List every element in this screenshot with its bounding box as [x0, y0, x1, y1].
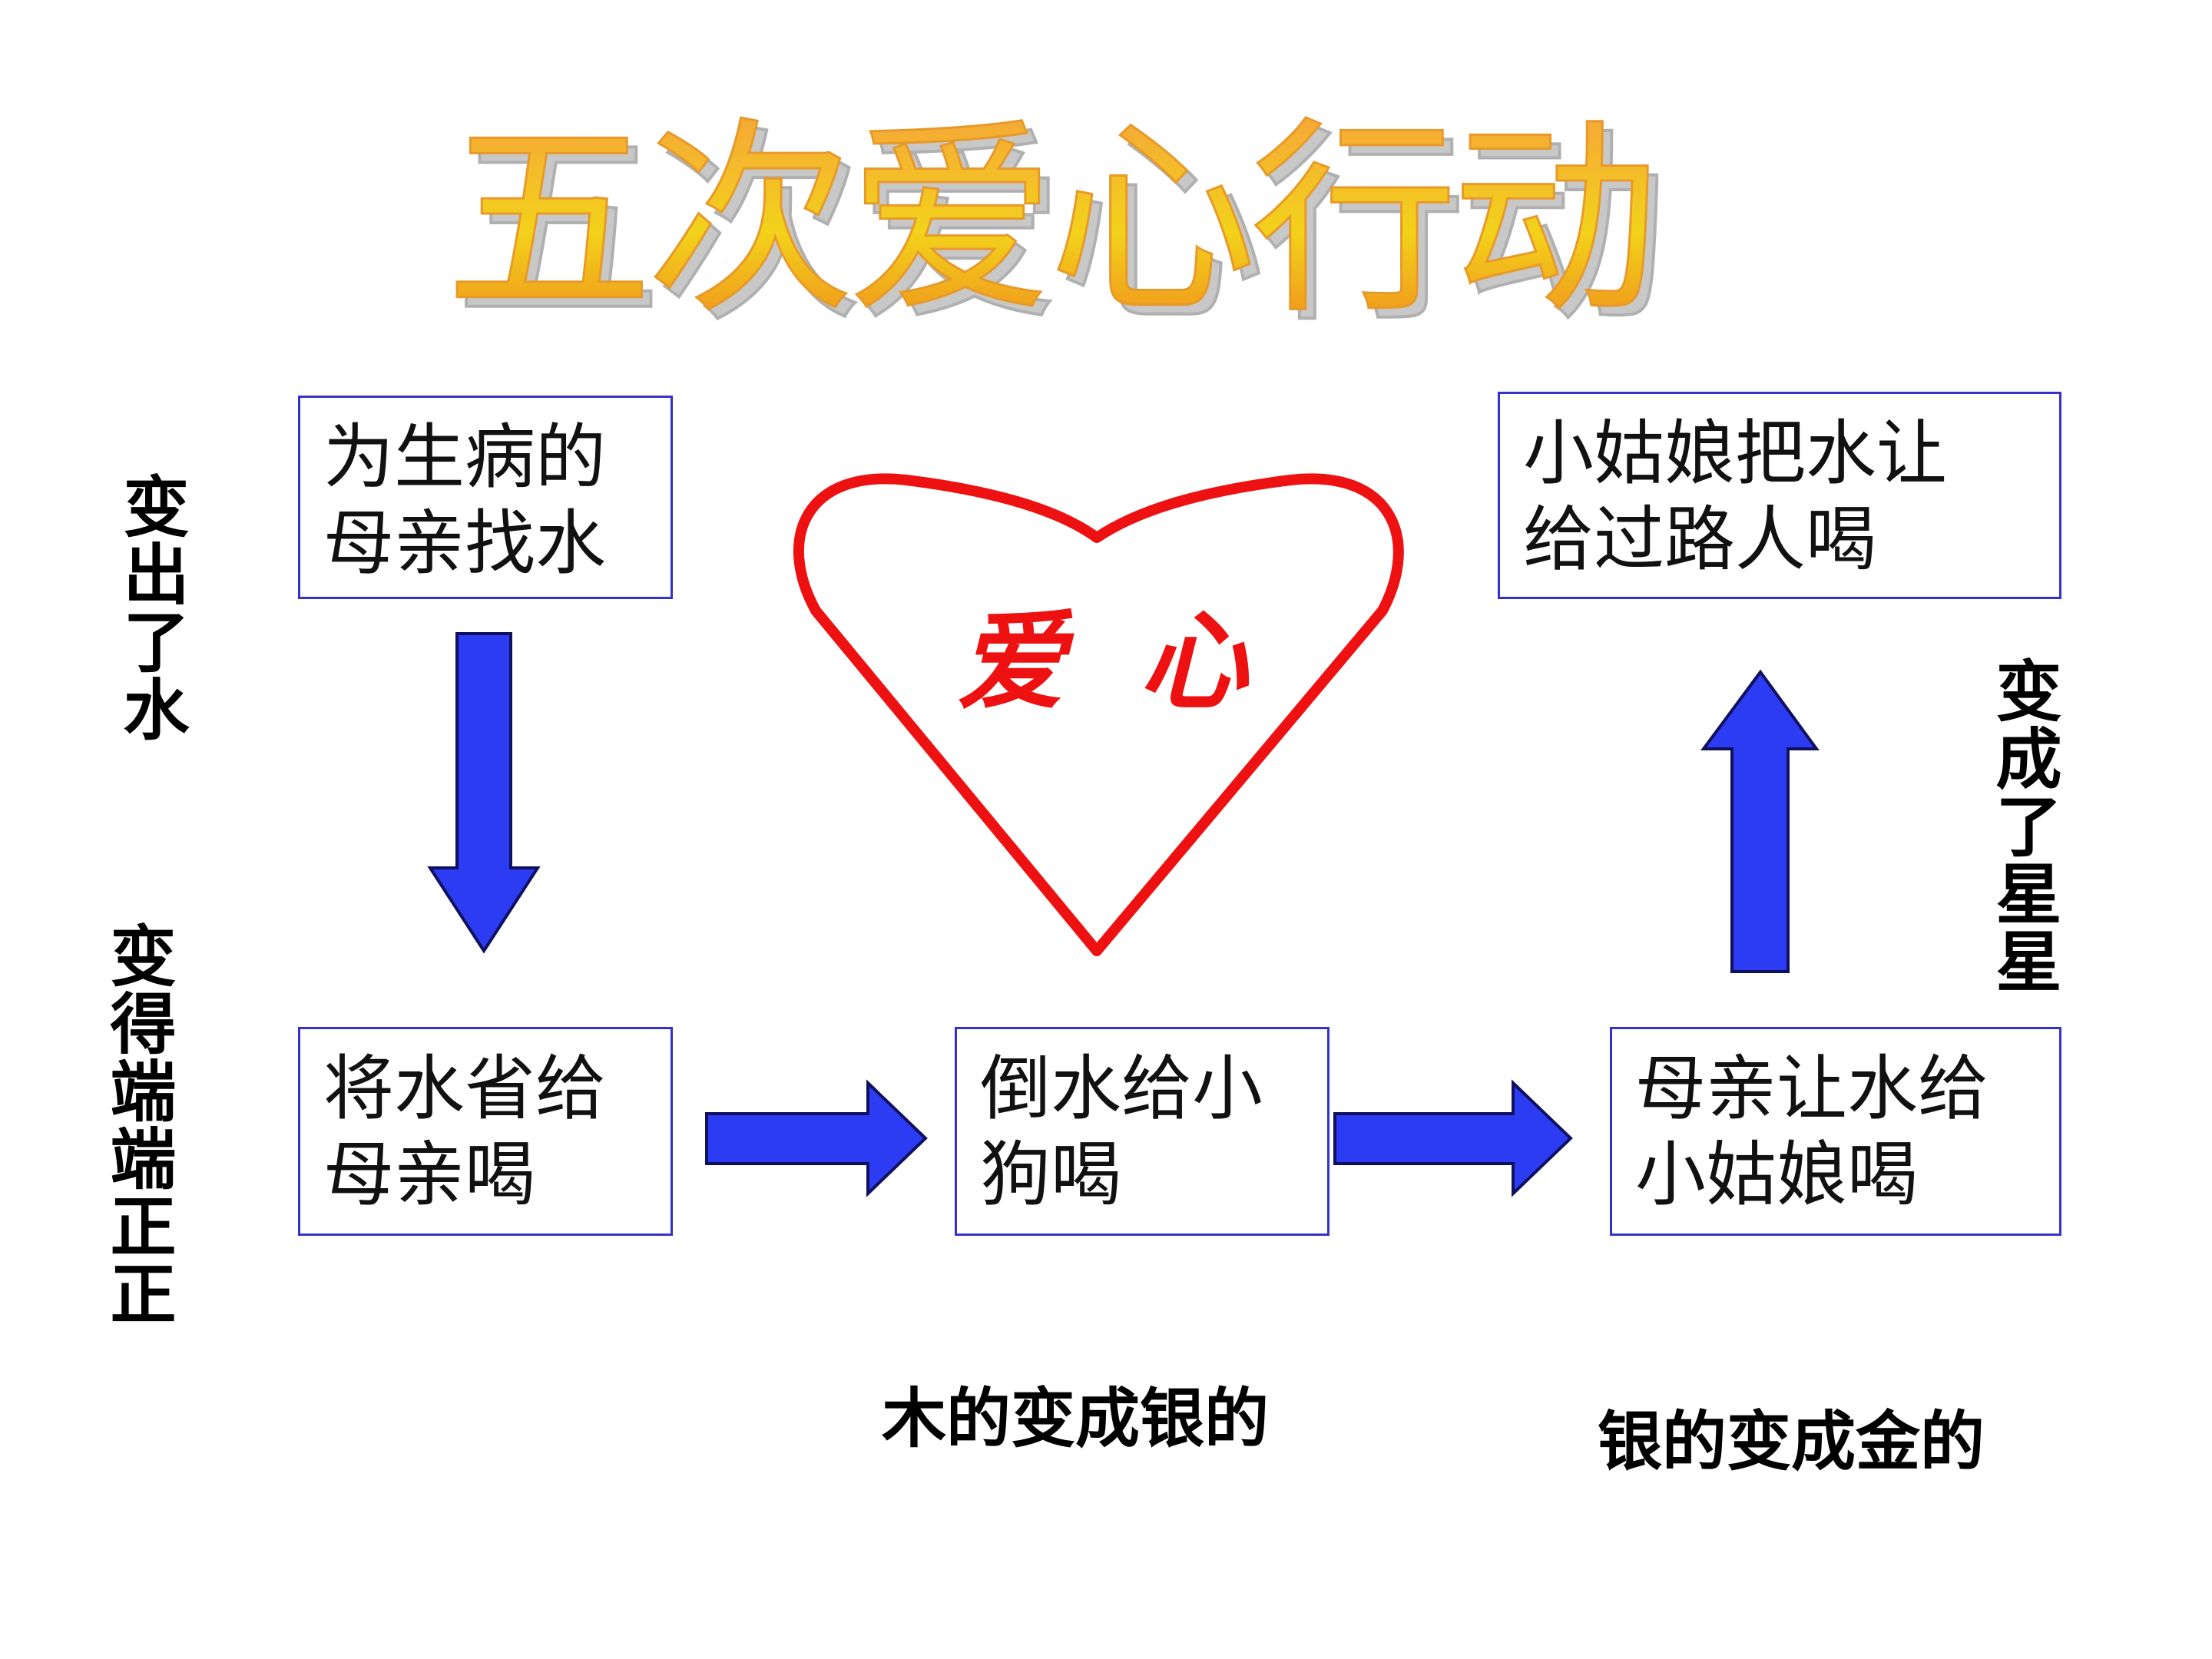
- bottom-label-right: 银的变成金的: [1598, 1404, 1985, 1479]
- step-box-3: 倒水给小 狗喝: [955, 1027, 1330, 1236]
- step-5-line-2: 给过路人喝: [1523, 498, 1877, 581]
- right-arrow-1: [705, 1079, 928, 1197]
- heart-shape: [793, 473, 1404, 956]
- heart-label: 爱 心: [957, 599, 1250, 725]
- step-3-line-1: 倒水给小: [980, 1048, 1263, 1130]
- page-title: 五次爱心行动: [445, 99, 1653, 341]
- side-label-left-top: 变出了水: [111, 472, 188, 743]
- step-3-line-2: 狗喝: [980, 1134, 1122, 1216]
- step-5-line-1: 小姑娘把水让: [1523, 412, 1948, 495]
- step-box-5: 小姑娘把水让 给过路人喝: [1498, 392, 2061, 599]
- up-arrow: [1700, 669, 1820, 973]
- title-shadow: 五次爱心行动: [455, 108, 1662, 350]
- step-box-2: 将水省给 母亲喝: [298, 1027, 673, 1236]
- step-2-line-1: 将水省给: [323, 1048, 607, 1130]
- step-box-4: 母亲让水给 小姑娘喝: [1610, 1027, 2061, 1236]
- right-arrow-2: [1333, 1079, 1573, 1197]
- step-4-line-1: 母亲让水给: [1635, 1048, 1989, 1130]
- side-label-left-bottom: 变得端端正正: [98, 922, 175, 1327]
- step-2-line-2: 母亲喝: [323, 1134, 536, 1216]
- bottom-label-middle: 木的变成银的: [882, 1381, 1270, 1456]
- step-1-line-1: 为生病的: [323, 416, 607, 498]
- step-4-line-2: 小姑娘喝: [1635, 1134, 1919, 1216]
- down-arrow: [427, 632, 541, 954]
- side-label-right: 变成了星星: [1984, 657, 2061, 995]
- step-1-line-2: 母亲找水: [323, 502, 607, 584]
- step-box-1: 为生病的 母亲找水: [298, 396, 673, 599]
